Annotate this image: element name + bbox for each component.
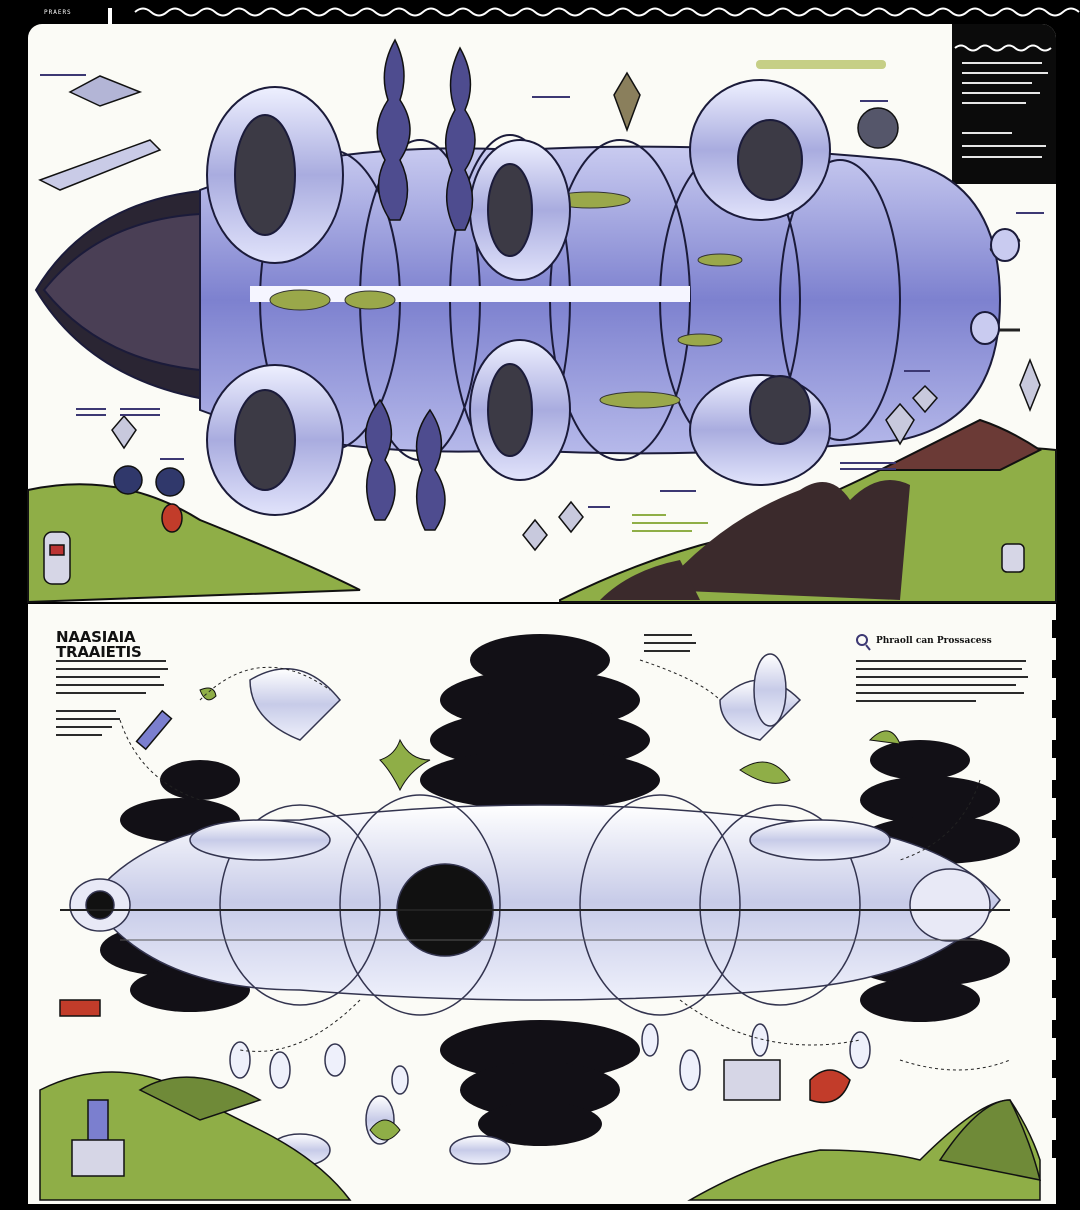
- top-wave-line: [134, 7, 1080, 17]
- top-tag: PRAERS: [44, 9, 72, 16]
- tree-icon: [199, 687, 901, 1141]
- header-bar: [756, 60, 886, 69]
- ground-hills: [27, 418, 1057, 604]
- pod-icon: [189, 653, 891, 1167]
- callout-labels: [40, 74, 1044, 532]
- section-subheading: Phraoll can Prossacess: [876, 636, 992, 646]
- title-line-2: TRAAIETIS: [56, 643, 142, 661]
- space-habitat-illustration: [27, 38, 1057, 604]
- magnifier-icon: [856, 634, 871, 651]
- top-tick-mark: [108, 8, 112, 36]
- crystal-icon: [111, 71, 1041, 552]
- planet-icon: [113, 107, 899, 497]
- top-banner: [0, 0, 1080, 24]
- machine-icon: [59, 709, 851, 1177]
- flight-paths: [119, 659, 1011, 1071]
- habitat-hull: [34, 79, 1021, 516]
- intro-text-block: [56, 634, 1028, 736]
- hanging-capsules: [229, 1023, 871, 1095]
- page-title: NAASIAIA TRAAIETIS: [56, 630, 142, 660]
- rover-icon: [43, 503, 1025, 585]
- title-line-1: NAASIAIA: [56, 628, 136, 646]
- dark-core-column: [100, 634, 1020, 1146]
- info-text-block: [954, 44, 1052, 158]
- vine-structures: [364, 38, 476, 531]
- satellite-icon: [38, 75, 162, 191]
